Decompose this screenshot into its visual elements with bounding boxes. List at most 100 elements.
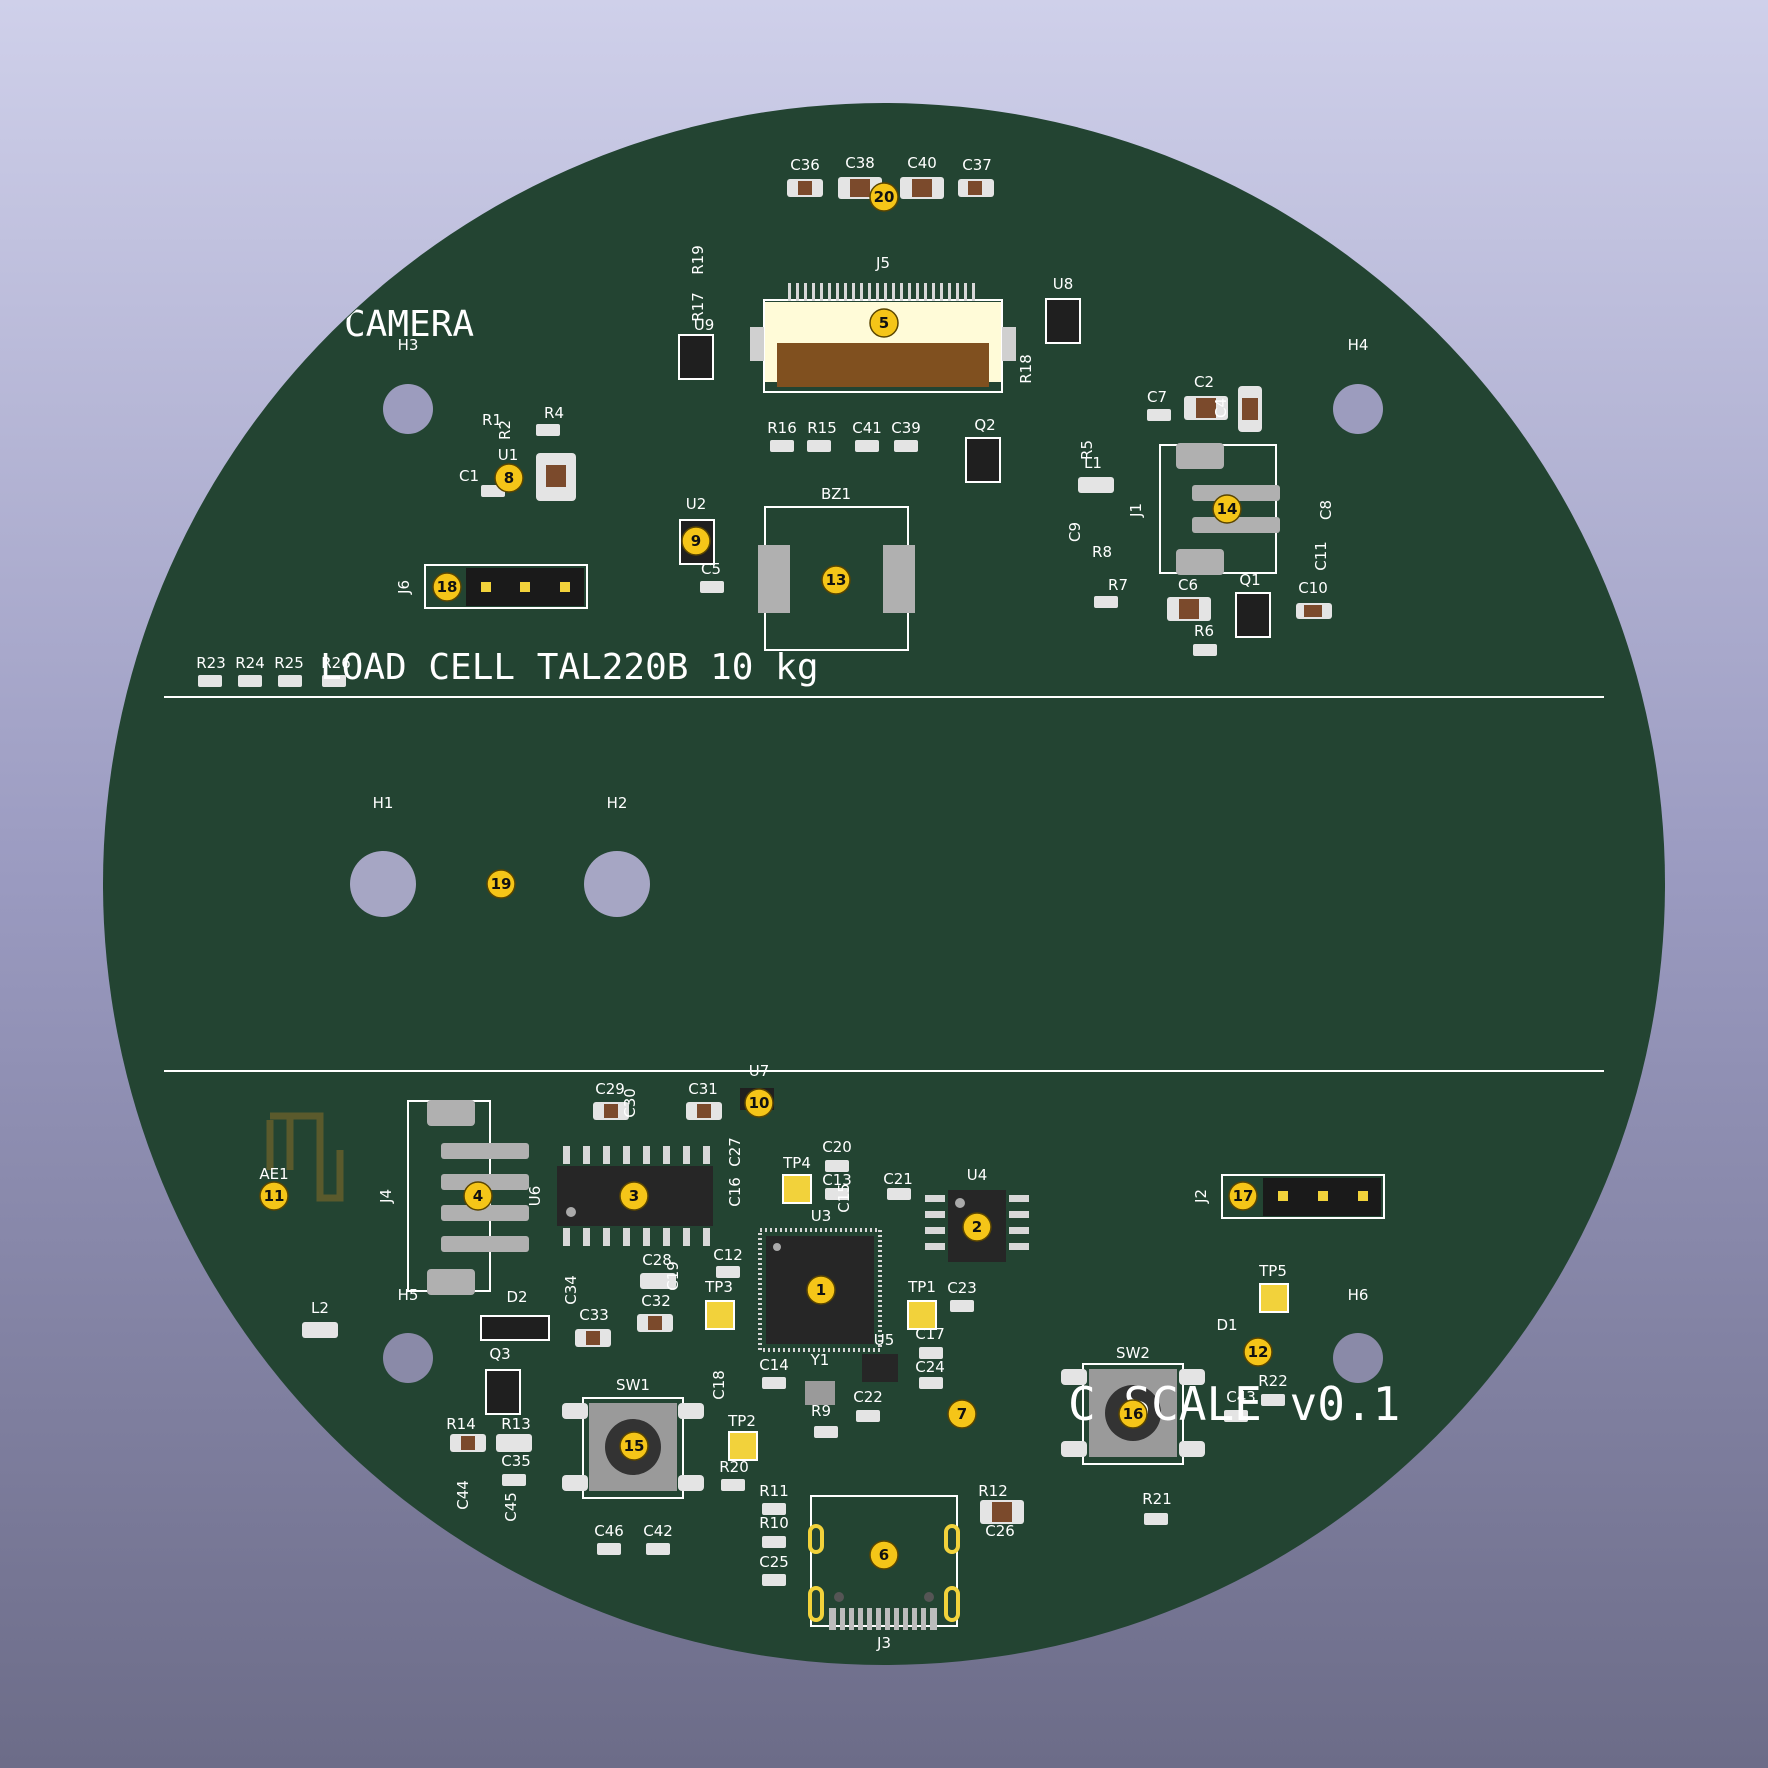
callout-badge-11: 11	[259, 1181, 289, 1211]
refdes-j5: J5	[875, 254, 890, 272]
callout-badge-circle	[1118, 1399, 1148, 1429]
refdes-c6: C6	[1178, 576, 1198, 594]
callout-badge-circle	[681, 526, 711, 556]
callout-badge-label: 5	[879, 314, 889, 332]
refdes-u5: U5	[874, 1331, 895, 1349]
refdes-c34: C34	[562, 1275, 580, 1305]
callout-badge-circle	[869, 1540, 899, 1570]
callout-badge-circle	[619, 1181, 649, 1211]
refdes-h3: H3	[398, 336, 419, 354]
refdes-d2: D2	[506, 1288, 527, 1306]
refdes-c23: C23	[947, 1279, 977, 1297]
callout-badge-label: 2	[972, 1218, 982, 1236]
callout-badge-circle	[1212, 494, 1242, 524]
mounting-hole-h6	[1333, 1333, 1383, 1383]
refdes-sw1: SW1	[616, 1376, 650, 1394]
test-points	[705, 1174, 1289, 1461]
callout-badge-10: 10	[744, 1088, 774, 1118]
refdes-h5: H5	[398, 1286, 419, 1304]
refdes-r1: R1	[482, 411, 502, 429]
mounting-hole-h4	[1333, 384, 1383, 434]
callout-badge-12: 12	[1243, 1337, 1273, 1367]
refdes-c2: C2	[1194, 373, 1214, 391]
refdes-r13: R13	[501, 1415, 531, 1433]
refdes-r2: R2	[496, 420, 514, 440]
callout-badge-label: 15	[624, 1437, 645, 1455]
refdes-r17: R17	[689, 292, 707, 322]
refdes-r20: R20	[719, 1458, 749, 1476]
refdes-h2: H2	[607, 794, 628, 812]
refdes-u6: U6	[526, 1186, 544, 1207]
refdes-c24: C24	[915, 1358, 945, 1376]
callout-badge-label: 12	[1248, 1343, 1269, 1361]
callout-badge-8: 8	[494, 463, 524, 493]
refdes-sw2: SW2	[1116, 1344, 1150, 1362]
mounting-hole-h5	[383, 1333, 433, 1383]
refdes-c42: C42	[643, 1522, 673, 1540]
connector-j4	[407, 1100, 529, 1295]
refdes-r14: R14	[446, 1415, 476, 1433]
callout-badge-18: 18	[432, 572, 462, 602]
refdes-c4: C4	[1212, 398, 1230, 418]
refdes-tp1: TP1	[907, 1278, 936, 1296]
refdes-c22: C22	[853, 1388, 883, 1406]
callout-badge-circle	[821, 565, 851, 595]
mounting-hole-h2	[584, 851, 650, 917]
refdes-j3: J3	[876, 1634, 891, 1652]
refdes-ae1: AE1	[259, 1165, 288, 1183]
antenna-ae1	[266, 1112, 344, 1202]
refdes-c5: C5	[701, 560, 721, 578]
refdes-c19: C19	[664, 1261, 682, 1291]
refdes-c28: C28	[642, 1251, 672, 1269]
mounting-hole-h3	[383, 384, 433, 434]
callout-badge-circle	[947, 1399, 977, 1429]
callout-badge-9: 9	[681, 526, 711, 556]
refdes-u7: U7	[749, 1062, 770, 1080]
refdes-c16: C16	[726, 1177, 744, 1207]
refdes-c29: C29	[595, 1080, 625, 1098]
refdes-c9: C9	[1066, 522, 1084, 542]
callout-badge-4: 4	[463, 1181, 493, 1211]
callout-badge-label: 6	[879, 1546, 889, 1564]
refdes-c33: C33	[579, 1306, 609, 1324]
refdes-c25: C25	[759, 1553, 789, 1571]
callout-badge-20: 20	[869, 182, 899, 212]
refdes-h1: H1	[373, 794, 394, 812]
refdes-tp4: TP4	[782, 1154, 811, 1172]
refdes-r24: R24	[235, 654, 265, 672]
refdes-r9: R9	[811, 1402, 831, 1420]
callout-badge-label: 14	[1217, 500, 1238, 518]
mounting-hole-h1	[350, 851, 416, 917]
refdes-r26: R26	[321, 654, 351, 672]
header-j2	[1221, 1174, 1385, 1219]
callout-badge-circle	[259, 1181, 289, 1211]
refdes-r21: R21	[1142, 1490, 1172, 1508]
refdes-c45: C45	[502, 1492, 520, 1522]
refdes-r12: R12	[978, 1482, 1008, 1500]
refdes-j2: J2	[1192, 1189, 1210, 1204]
buzzer-bz1	[758, 506, 915, 651]
refdes-r19: R19	[689, 245, 707, 275]
refdes-r15: R15	[807, 419, 837, 437]
refdes-r11: R11	[759, 1482, 789, 1500]
refdes-d1: D1	[1216, 1316, 1237, 1334]
refdes-u1: U1	[498, 446, 519, 464]
callout-badge-label: 18	[437, 578, 458, 596]
refdes-q2: Q2	[974, 416, 995, 434]
silk-text-load-cell: LOAD CELL TAL220B 10 kg	[320, 647, 819, 688]
refdes-c43: C43	[1226, 1388, 1256, 1406]
refdes-y1: Y1	[810, 1351, 830, 1369]
refdes-c8: C8	[1317, 500, 1335, 520]
callout-badge-circle	[432, 572, 462, 602]
usb-connector-j3	[808, 1495, 960, 1630]
refdes-r22: R22	[1258, 1372, 1288, 1390]
callout-badge-circle	[486, 869, 516, 899]
refdes-c18: C18	[710, 1370, 728, 1400]
callout-badge-1: 1	[806, 1275, 836, 1305]
refdes-j6: J6	[395, 580, 413, 595]
callout-badge-label: 1	[816, 1281, 826, 1299]
